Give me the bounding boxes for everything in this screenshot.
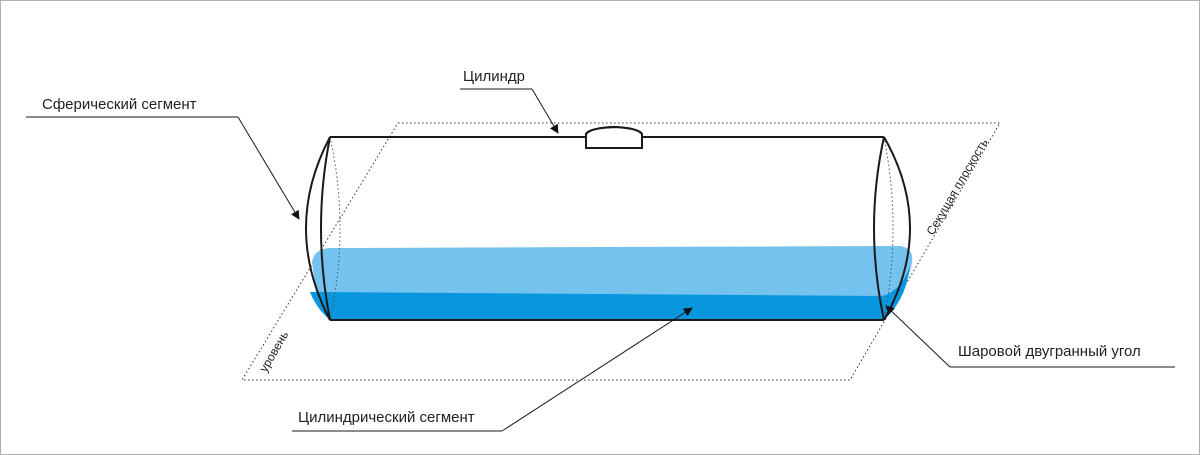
dihedral-angle-arrow — [885, 305, 951, 368]
liquid-light — [312, 246, 913, 296]
hatch-outline — [585, 125, 643, 149]
spherical-segment-label: Сферический сегмент — [42, 96, 197, 113]
right-spherical-cap — [883, 136, 911, 321]
level-label: уровень — [257, 329, 292, 375]
liquid-dark — [310, 266, 910, 320]
left-spherical-cap — [305, 136, 331, 321]
spherical-segment-arrow — [237, 116, 300, 220]
cylinder-label: Цилиндр — [463, 68, 525, 85]
cutting-plane — [241, 122, 1001, 381]
right-rim-front — [873, 136, 885, 321]
cylinder-callout-arrow — [531, 88, 559, 134]
dihedral-angle-label: Шаровой двугранный угол — [958, 343, 1141, 360]
cylindrical-segment-arrow — [501, 307, 693, 432]
left-rim-front — [320, 136, 331, 321]
cutting-plane-label: Секущая плоскость — [924, 136, 991, 237]
cylindrical-segment-label: Цилиндрический сегмент — [298, 409, 475, 426]
